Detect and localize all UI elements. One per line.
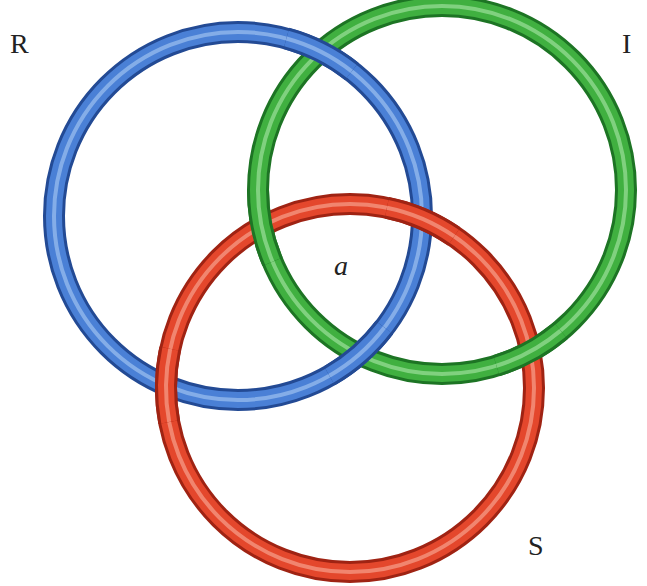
- red-over-crossing: [387, 208, 454, 237]
- ring-highlight: [286, 38, 351, 71]
- ring-highlight: [496, 331, 560, 366]
- ring-label: R: [10, 30, 29, 58]
- ring-highlight: [387, 208, 454, 237]
- ring-highlight: [166, 349, 170, 422]
- ring-edge: [166, 204, 534, 572]
- ring-body: [258, 190, 273, 262]
- red-ring: [166, 204, 534, 572]
- green-over-crossing: [496, 331, 560, 366]
- ring-edge: [258, 190, 273, 262]
- red-over-crossing: [166, 349, 170, 422]
- ring-body: [286, 38, 351, 71]
- ring-highlight: [258, 6, 626, 374]
- blue-over-crossing: [286, 38, 351, 71]
- ring-body: [496, 331, 560, 366]
- crossing-layer: [166, 38, 561, 421]
- ring-highlight: [258, 190, 273, 262]
- ring-highlight: [329, 328, 384, 376]
- green-over-crossing: [258, 190, 273, 262]
- ring-edge: [258, 6, 626, 374]
- ring-body: [54, 32, 422, 400]
- ring-body: [387, 208, 454, 237]
- ring-highlight: [166, 204, 534, 572]
- ring-label: S: [528, 532, 544, 560]
- ring-body: [166, 204, 534, 572]
- center-label: a: [334, 252, 348, 280]
- blue-over-crossing: [329, 328, 384, 376]
- ring-body: [166, 349, 170, 422]
- ring-label: I: [622, 30, 631, 58]
- blue-ring: [54, 32, 422, 400]
- ring-body: [258, 6, 626, 374]
- ring-edge: [387, 208, 454, 237]
- ring-body: [329, 328, 384, 376]
- ring-edge: [329, 328, 384, 376]
- ring-edge: [166, 349, 170, 422]
- ring-edge: [286, 38, 351, 71]
- ring-layer: [54, 6, 626, 572]
- ring-highlight: [54, 32, 422, 400]
- ring-edge: [54, 32, 422, 400]
- ring-edge: [496, 331, 560, 366]
- green-ring: [258, 6, 626, 374]
